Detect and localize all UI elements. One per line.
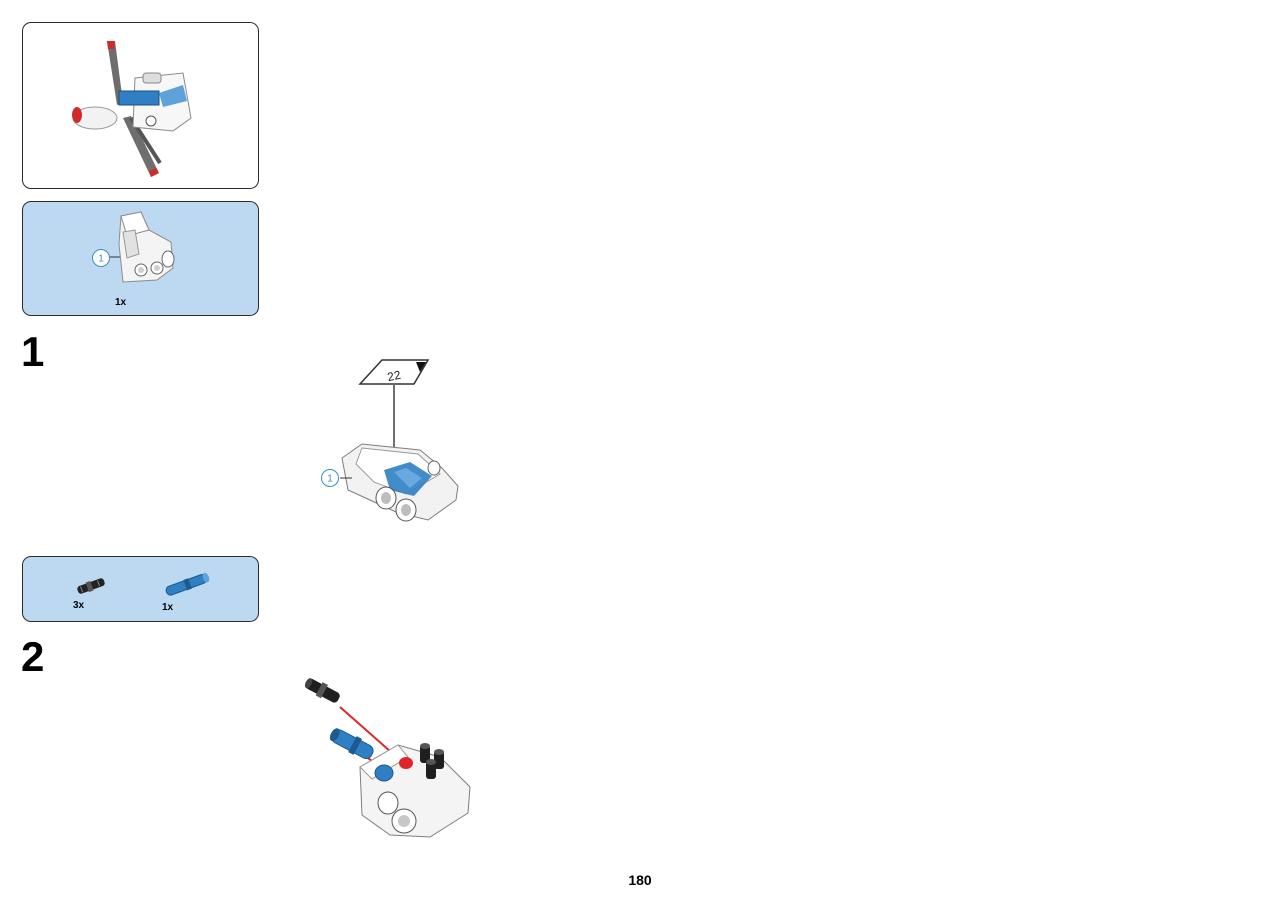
- part-quantity: 1x: [162, 602, 174, 613]
- step-1-assembly-illustration: 22: [340, 359, 459, 522]
- white-technic-panel-with-sticker: [341, 443, 459, 522]
- page-number: 180: [628, 872, 652, 888]
- part-quantity: 3x: [73, 600, 85, 611]
- white-technic-panel: [359, 743, 471, 838]
- rotor-blade-lower: [123, 116, 159, 177]
- parts-list-panel-2: 3x 1x: [22, 556, 259, 622]
- step-number: 2: [21, 633, 45, 680]
- black-friction-pin: [304, 678, 340, 703]
- sticker-number: 22: [386, 368, 402, 385]
- parts-list-panel-1: 1 1x: [22, 201, 259, 316]
- step-2-assembly-illustration: [304, 678, 471, 838]
- part-quantity: 1x: [115, 297, 127, 308]
- blue-axle-pin-part-icon: [165, 572, 210, 596]
- black-friction-pin-part-icon: [77, 578, 105, 594]
- callout-number: 1: [327, 474, 333, 485]
- callout-number: 1: [98, 254, 104, 265]
- model-preview-panel: [22, 22, 259, 189]
- callout-circle: 1: [92, 249, 110, 267]
- sticker-icon: 22: [358, 359, 430, 385]
- blue-axle-pin: [329, 728, 374, 760]
- step-number: 1: [21, 328, 45, 375]
- rotor-blade-upper: [107, 41, 123, 105]
- callout-circle: 1: [321, 469, 339, 487]
- white-technic-panel-part-icon: [109, 211, 175, 283]
- assembled-model-image: [72, 41, 192, 177]
